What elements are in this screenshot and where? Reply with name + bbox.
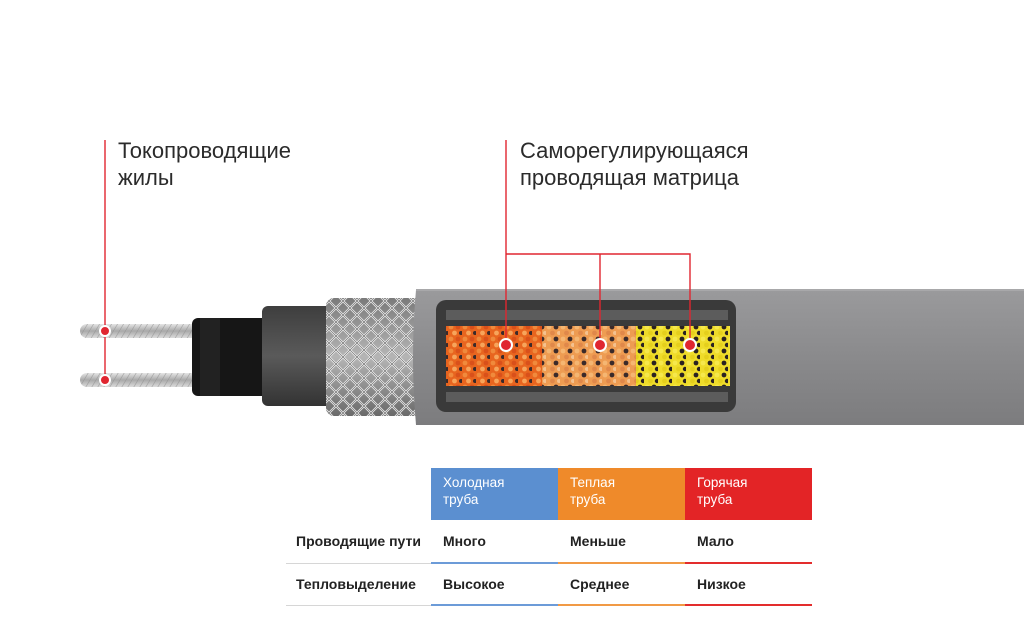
header-warm-pipe: Теплая труба: [558, 468, 685, 520]
matrix-zone-hot: [636, 326, 730, 386]
table-row: Тепловыделение Высокое Среднее Низкое: [286, 563, 812, 606]
cell-cold-paths: Много: [431, 520, 558, 564]
table-header-row: Холодная труба Теплая труба Горячая труб…: [286, 468, 812, 520]
matrix-label-line2: проводящая матрица: [520, 165, 740, 190]
row-label-conductive-paths: Проводящие пути: [286, 520, 431, 564]
table-corner-cell: [286, 468, 431, 520]
row-label-heat-output: Тепловыделение: [286, 563, 431, 606]
header-hot-line2: труба: [697, 492, 733, 507]
header-hot-line1: Горячая: [697, 475, 748, 490]
polymer-core: [192, 318, 272, 396]
callout-dot: [99, 325, 111, 337]
header-cold-line1: Холодная: [443, 475, 505, 490]
matrix-callout-line: [505, 140, 691, 345]
header-hot-pipe: Горячая труба: [685, 468, 812, 520]
callout-dots: [99, 325, 697, 386]
conductor-wires: [80, 324, 220, 387]
callout-dot: [683, 338, 697, 352]
cell-warm-paths: Меньше: [558, 520, 685, 564]
matrix-zone-warm: [542, 326, 636, 386]
comparison-table: Холодная труба Теплая труба Горячая труб…: [286, 468, 812, 606]
conductive-matrix: [446, 326, 730, 386]
cell-cold-heat: Высокое: [431, 563, 558, 606]
conductors-label-line2: жилы: [118, 165, 174, 190]
table-row: Проводящие пути Много Меньше Мало: [286, 520, 812, 564]
header-warm-line1: Теплая: [570, 475, 616, 490]
callout-dot: [593, 338, 607, 352]
cell-hot-heat: Низкое: [685, 563, 812, 606]
matrix-label-line1: Саморегулирующаяся: [520, 138, 749, 163]
conductors-label-line1: Токопроводящие: [118, 138, 292, 163]
header-warm-line2: труба: [570, 492, 606, 507]
matrix-zone-cold: [446, 326, 542, 386]
matrix-label: Саморегулирующаяся проводящая матрица: [520, 137, 820, 191]
callout-dot: [499, 338, 513, 352]
conductors-label: Токопроводящие жилы: [118, 137, 378, 191]
metal-braid: [326, 298, 426, 416]
header-cold-line2: труба: [443, 492, 479, 507]
callout-lines: [104, 140, 691, 383]
cell-hot-paths: Мало: [685, 520, 812, 564]
cell-warm-heat: Среднее: [558, 563, 685, 606]
header-cold-pipe: Холодная труба: [431, 468, 558, 520]
callout-dot: [99, 374, 111, 386]
